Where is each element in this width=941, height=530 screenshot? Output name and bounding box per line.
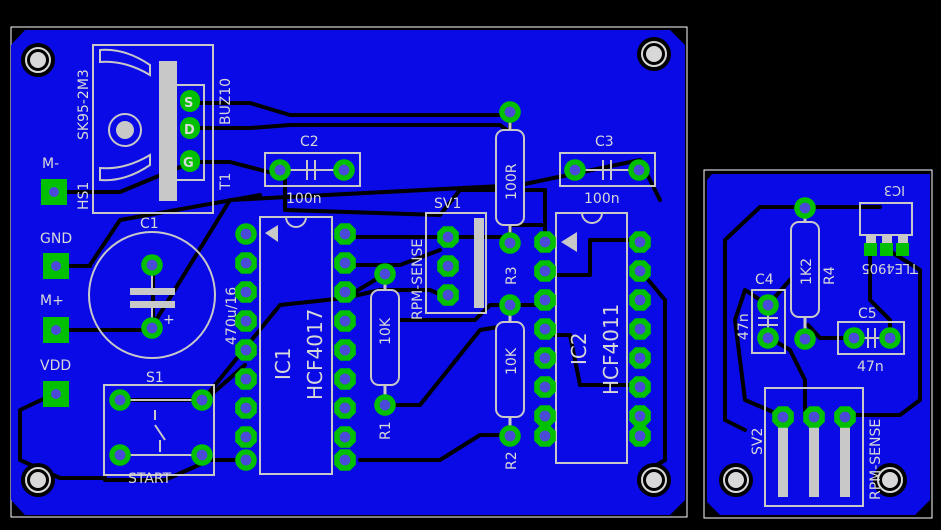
capacitor-c3 (559, 152, 656, 187)
t1-part: BUZ10 (218, 78, 234, 125)
sv1-name: RPM-SENSE (410, 239, 426, 320)
r4-val: 1K2 (799, 258, 815, 285)
mounting-hole-bl (20, 462, 56, 498)
sv2-name: RPM-SENSE (868, 419, 884, 500)
r2-ref: R2 (504, 451, 520, 470)
label-m-plus: M+ (40, 293, 64, 309)
transistor-t1: S D G (175, 84, 205, 181)
pad-m-plus (43, 317, 69, 343)
s1-val: START (128, 471, 172, 487)
ic1-hcf4017 (259, 216, 333, 475)
sv2-ref: SV2 (750, 428, 766, 455)
heatsink-hs1 (92, 44, 214, 214)
connector-sv2 (764, 387, 864, 507)
ic3-ref: IC3 (884, 182, 905, 197)
pad-gnd (43, 253, 69, 279)
r1-val: 10K (378, 317, 394, 345)
pad-vdd (43, 381, 69, 407)
t1-ref: T1 (218, 173, 234, 191)
c1-plus: + (163, 312, 175, 328)
mounting-hole-tl (20, 42, 56, 78)
t1-pin-d: D (184, 123, 195, 138)
r4-ref: R4 (822, 266, 838, 285)
ic1-ref: IC1 (271, 347, 295, 380)
c3-ref: C3 (595, 134, 614, 150)
ic1-part: HCF4017 (303, 309, 327, 400)
c2-val: 100n (286, 191, 322, 207)
ic2-part: HCF4011 (599, 304, 623, 395)
sensor-board-copper (707, 174, 930, 515)
ic3-part: TLE4905 (862, 260, 919, 275)
connector-sv1 (425, 212, 487, 314)
c4-val: 47n (736, 313, 752, 340)
c4-ref: C4 (755, 272, 774, 288)
r2-val: 10K (504, 347, 520, 375)
capacitor-c4 (751, 289, 786, 354)
hs1-ref: HS1 (76, 182, 92, 210)
resistor-r2 (495, 294, 525, 447)
c5-ref: C5 (858, 306, 877, 322)
mounting-hole-tr (636, 36, 672, 72)
capacitor-c2 (264, 152, 361, 187)
label-m-minus: M- (42, 156, 59, 172)
capacitor-c5 (837, 321, 905, 355)
t1-pin-s: S (184, 96, 193, 111)
main-board: S D G SK95-2M3 HS1 BUZ10 T1 M- GND M+ VD… (10, 26, 688, 518)
sensor-board-outline (703, 169, 933, 519)
ic2-hcf4011 (555, 212, 628, 464)
c5-val: 47n (857, 359, 884, 375)
ic2-ref: IC2 (567, 332, 591, 365)
ic3-tle4905 (859, 202, 913, 256)
c3-val: 100n (584, 191, 620, 207)
resistor-r3 (495, 101, 525, 254)
sensor-mounting-hole-l (718, 462, 754, 498)
capacitor-c1 (88, 231, 216, 359)
hs1-name: SK95-2M3 (76, 69, 92, 140)
c1-ref: C1 (140, 216, 159, 232)
pad-m-minus (41, 179, 67, 205)
r1-ref: R1 (378, 421, 394, 440)
resistor-r1 (370, 263, 400, 416)
c2-ref: C2 (300, 134, 319, 150)
r3-ref: R3 (504, 266, 520, 285)
r3-val: 100R (504, 163, 520, 200)
switch-s1 (103, 384, 215, 476)
label-gnd: GND (40, 231, 72, 247)
sensor-board: IC3 TLE4905 1K2 R4 C4 47n (703, 169, 933, 519)
resistor-r4 (790, 197, 820, 350)
label-vdd: VDD (40, 358, 71, 374)
sv1-ref: SV1 (434, 196, 461, 212)
t1-pin-g: G (183, 156, 194, 171)
mounting-hole-br (636, 462, 672, 498)
s1-ref: S1 (146, 370, 164, 386)
c1-val: 470u/16 (224, 287, 240, 345)
